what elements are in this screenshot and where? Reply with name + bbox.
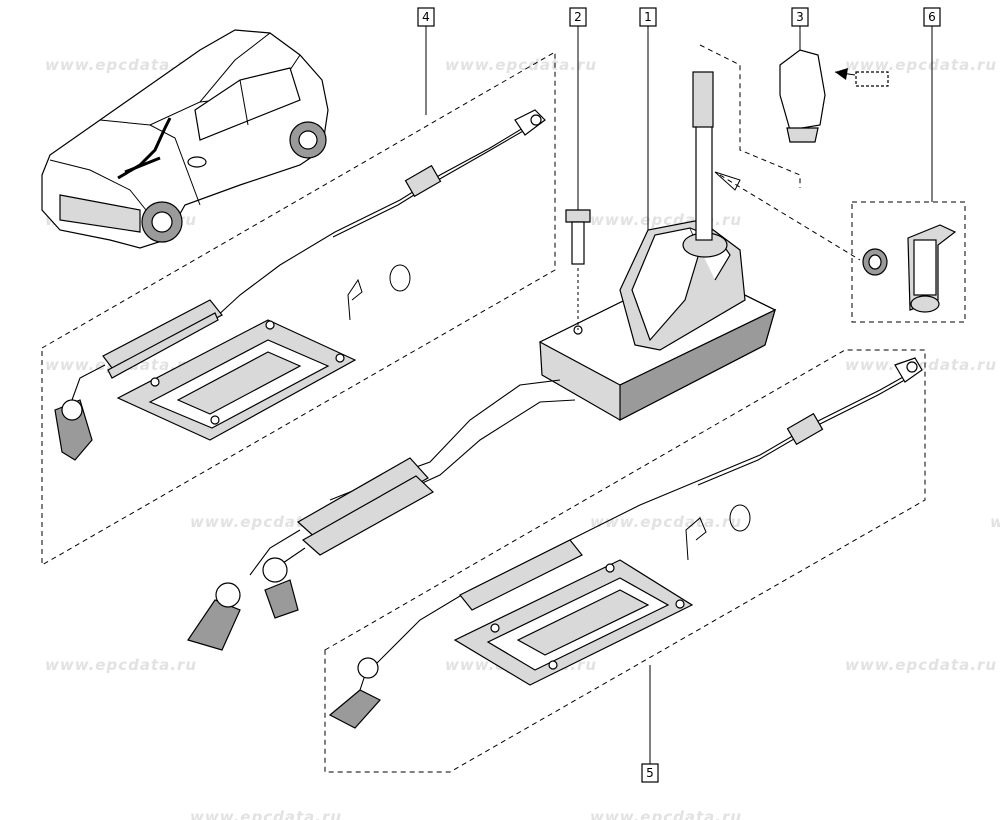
- spring-and-sleeve: [862, 224, 957, 313]
- watermark: www.epcdata.ru: [45, 656, 197, 674]
- watermark: www.epcdata.ru: [590, 808, 742, 820]
- gear-knob: [699, 44, 889, 188]
- watermark: www.epcdata.ru: [190, 808, 342, 820]
- watermark: www.epcdata.ru: [445, 56, 597, 74]
- callout-1: 1: [639, 7, 657, 27]
- watermark: www.epcdata.ru: [590, 513, 742, 531]
- leader-lines: [425, 26, 933, 764]
- bolt: [565, 209, 591, 330]
- callout-label: 6: [928, 10, 936, 24]
- gear-shift-assembly: [187, 71, 861, 651]
- watermark: www.epcdata.ru: [845, 656, 997, 674]
- watermark: www.epcdata.ru: [845, 56, 997, 74]
- callout-label: 3: [796, 10, 804, 24]
- car-illustration: [41, 29, 329, 249]
- callout-6: 6: [923, 7, 941, 27]
- callout-label: 1: [644, 10, 652, 24]
- callout-label: 2: [574, 10, 582, 24]
- callout-3: 3: [791, 7, 809, 27]
- callout-4: 4: [417, 7, 435, 27]
- callout-5: 5: [641, 763, 659, 783]
- callout-label: 5: [646, 766, 654, 780]
- cable-kit-4: [54, 109, 546, 461]
- watermark: www.epcdata.ru: [45, 56, 197, 74]
- watermark: www.epcdata.ru: [845, 356, 997, 374]
- callout-2: 2: [569, 7, 587, 27]
- cable-kit-5: [328, 357, 923, 729]
- watermark: www.epcdata.ru: [990, 513, 1000, 531]
- callout-label: 4: [422, 10, 430, 24]
